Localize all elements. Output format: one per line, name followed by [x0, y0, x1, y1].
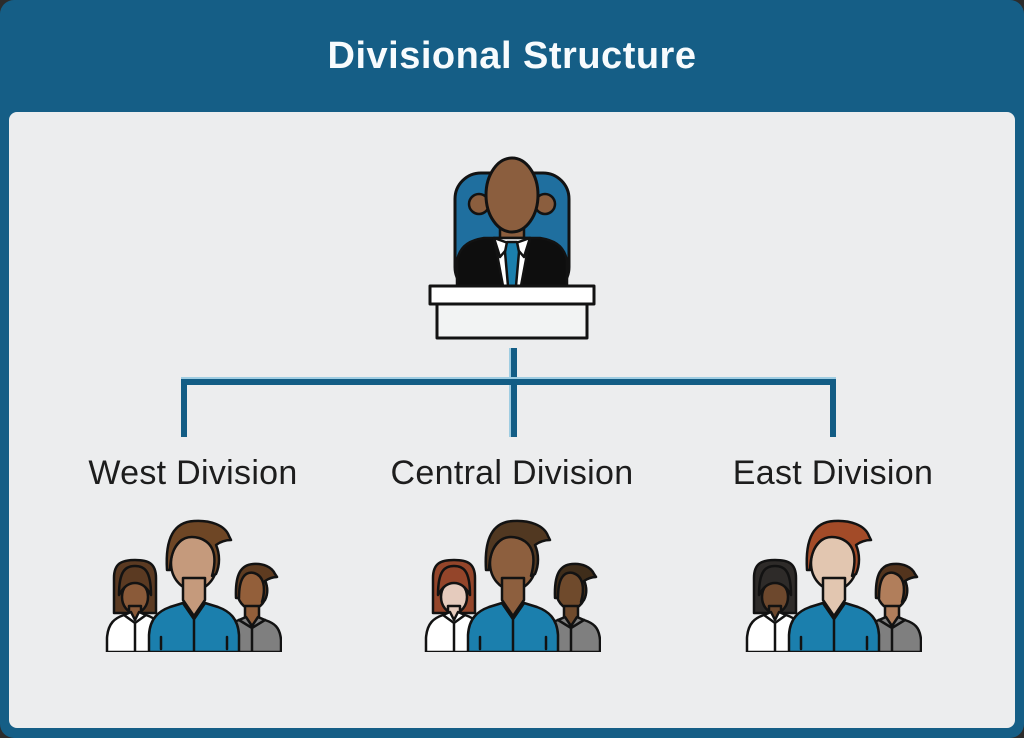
page-title: Divisional Structure: [327, 34, 697, 77]
hair: [165, 519, 233, 578]
team-icon-central: [424, 519, 601, 652]
executive-icon: [428, 156, 596, 340]
team-icon-west: [105, 519, 282, 652]
hair-bangs: [117, 564, 153, 597]
hair: [234, 562, 279, 604]
member-left-woman: [745, 558, 805, 652]
connector-drop-east: [830, 379, 836, 437]
title-bar: Divisional Structure: [0, 0, 1024, 112]
hair: [484, 519, 552, 578]
hair: [805, 519, 873, 578]
division-label-central: Central Division: [390, 454, 634, 492]
desk-body: [435, 302, 589, 340]
desk: [428, 284, 596, 340]
division-node-east: East Division: [673, 450, 993, 657]
hair: [553, 562, 598, 604]
division-label-west: West Division: [88, 454, 298, 492]
division-node-west: West Division: [33, 450, 353, 657]
connector-vertical-center: [509, 348, 517, 437]
division-node-central: Central Division: [352, 450, 672, 657]
executive-person: [453, 156, 571, 295]
division-label-east: East Division: [732, 454, 934, 492]
connector-drop-west: [181, 379, 187, 437]
team-icon-east: [745, 519, 922, 652]
neck: [500, 576, 526, 618]
desk-top: [428, 284, 596, 306]
neck: [821, 576, 847, 618]
hair-bangs: [757, 564, 793, 597]
hair-bangs: [436, 564, 472, 597]
member-center-lead: [787, 519, 881, 652]
member-center-lead: [147, 519, 241, 652]
neck: [181, 576, 207, 618]
connector-horizontal: [181, 377, 836, 385]
diagram-panel: West Division: [9, 112, 1015, 728]
member-center-lead: [466, 519, 560, 652]
hair: [874, 562, 919, 604]
head: [484, 156, 540, 234]
tie: [503, 240, 521, 288]
